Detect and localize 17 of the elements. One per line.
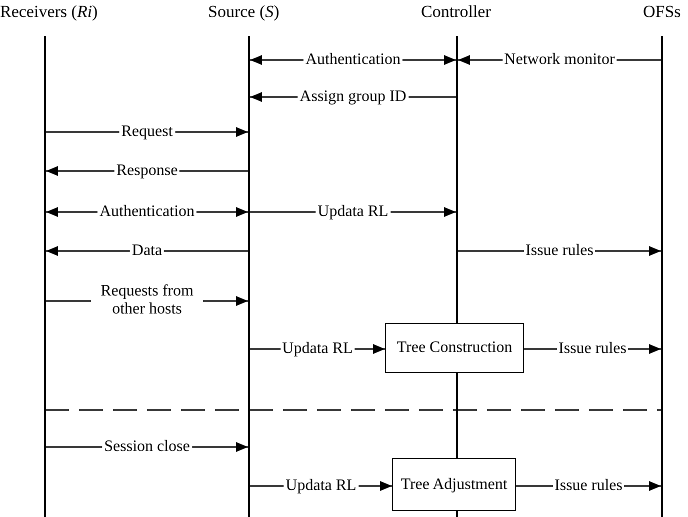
edge-label: Updata RL <box>316 202 390 222</box>
box-label: Tree Construction <box>396 338 512 358</box>
edge-label: Assign group ID <box>298 88 408 106</box>
lifeline-header: Source (S) <box>208 2 280 22</box>
edge-label: Response <box>114 162 180 180</box>
lifeline-header: OFSs <box>643 2 681 22</box>
process-box <box>385 323 524 373</box>
edge-label: Request <box>119 122 175 142</box>
lifeline <box>44 36 46 517</box>
lifeline-header: Receivers (Ri) <box>0 2 98 22</box>
lifeline-header: Controller <box>421 2 491 22</box>
process-box <box>392 458 516 511</box>
box-label: Tree Adjustment <box>400 474 508 494</box>
lifeline <box>661 36 663 517</box>
edge-label: Updata RL <box>280 340 355 358</box>
lifeline <box>248 36 250 517</box>
edge-label: Updata RL <box>284 476 358 496</box>
